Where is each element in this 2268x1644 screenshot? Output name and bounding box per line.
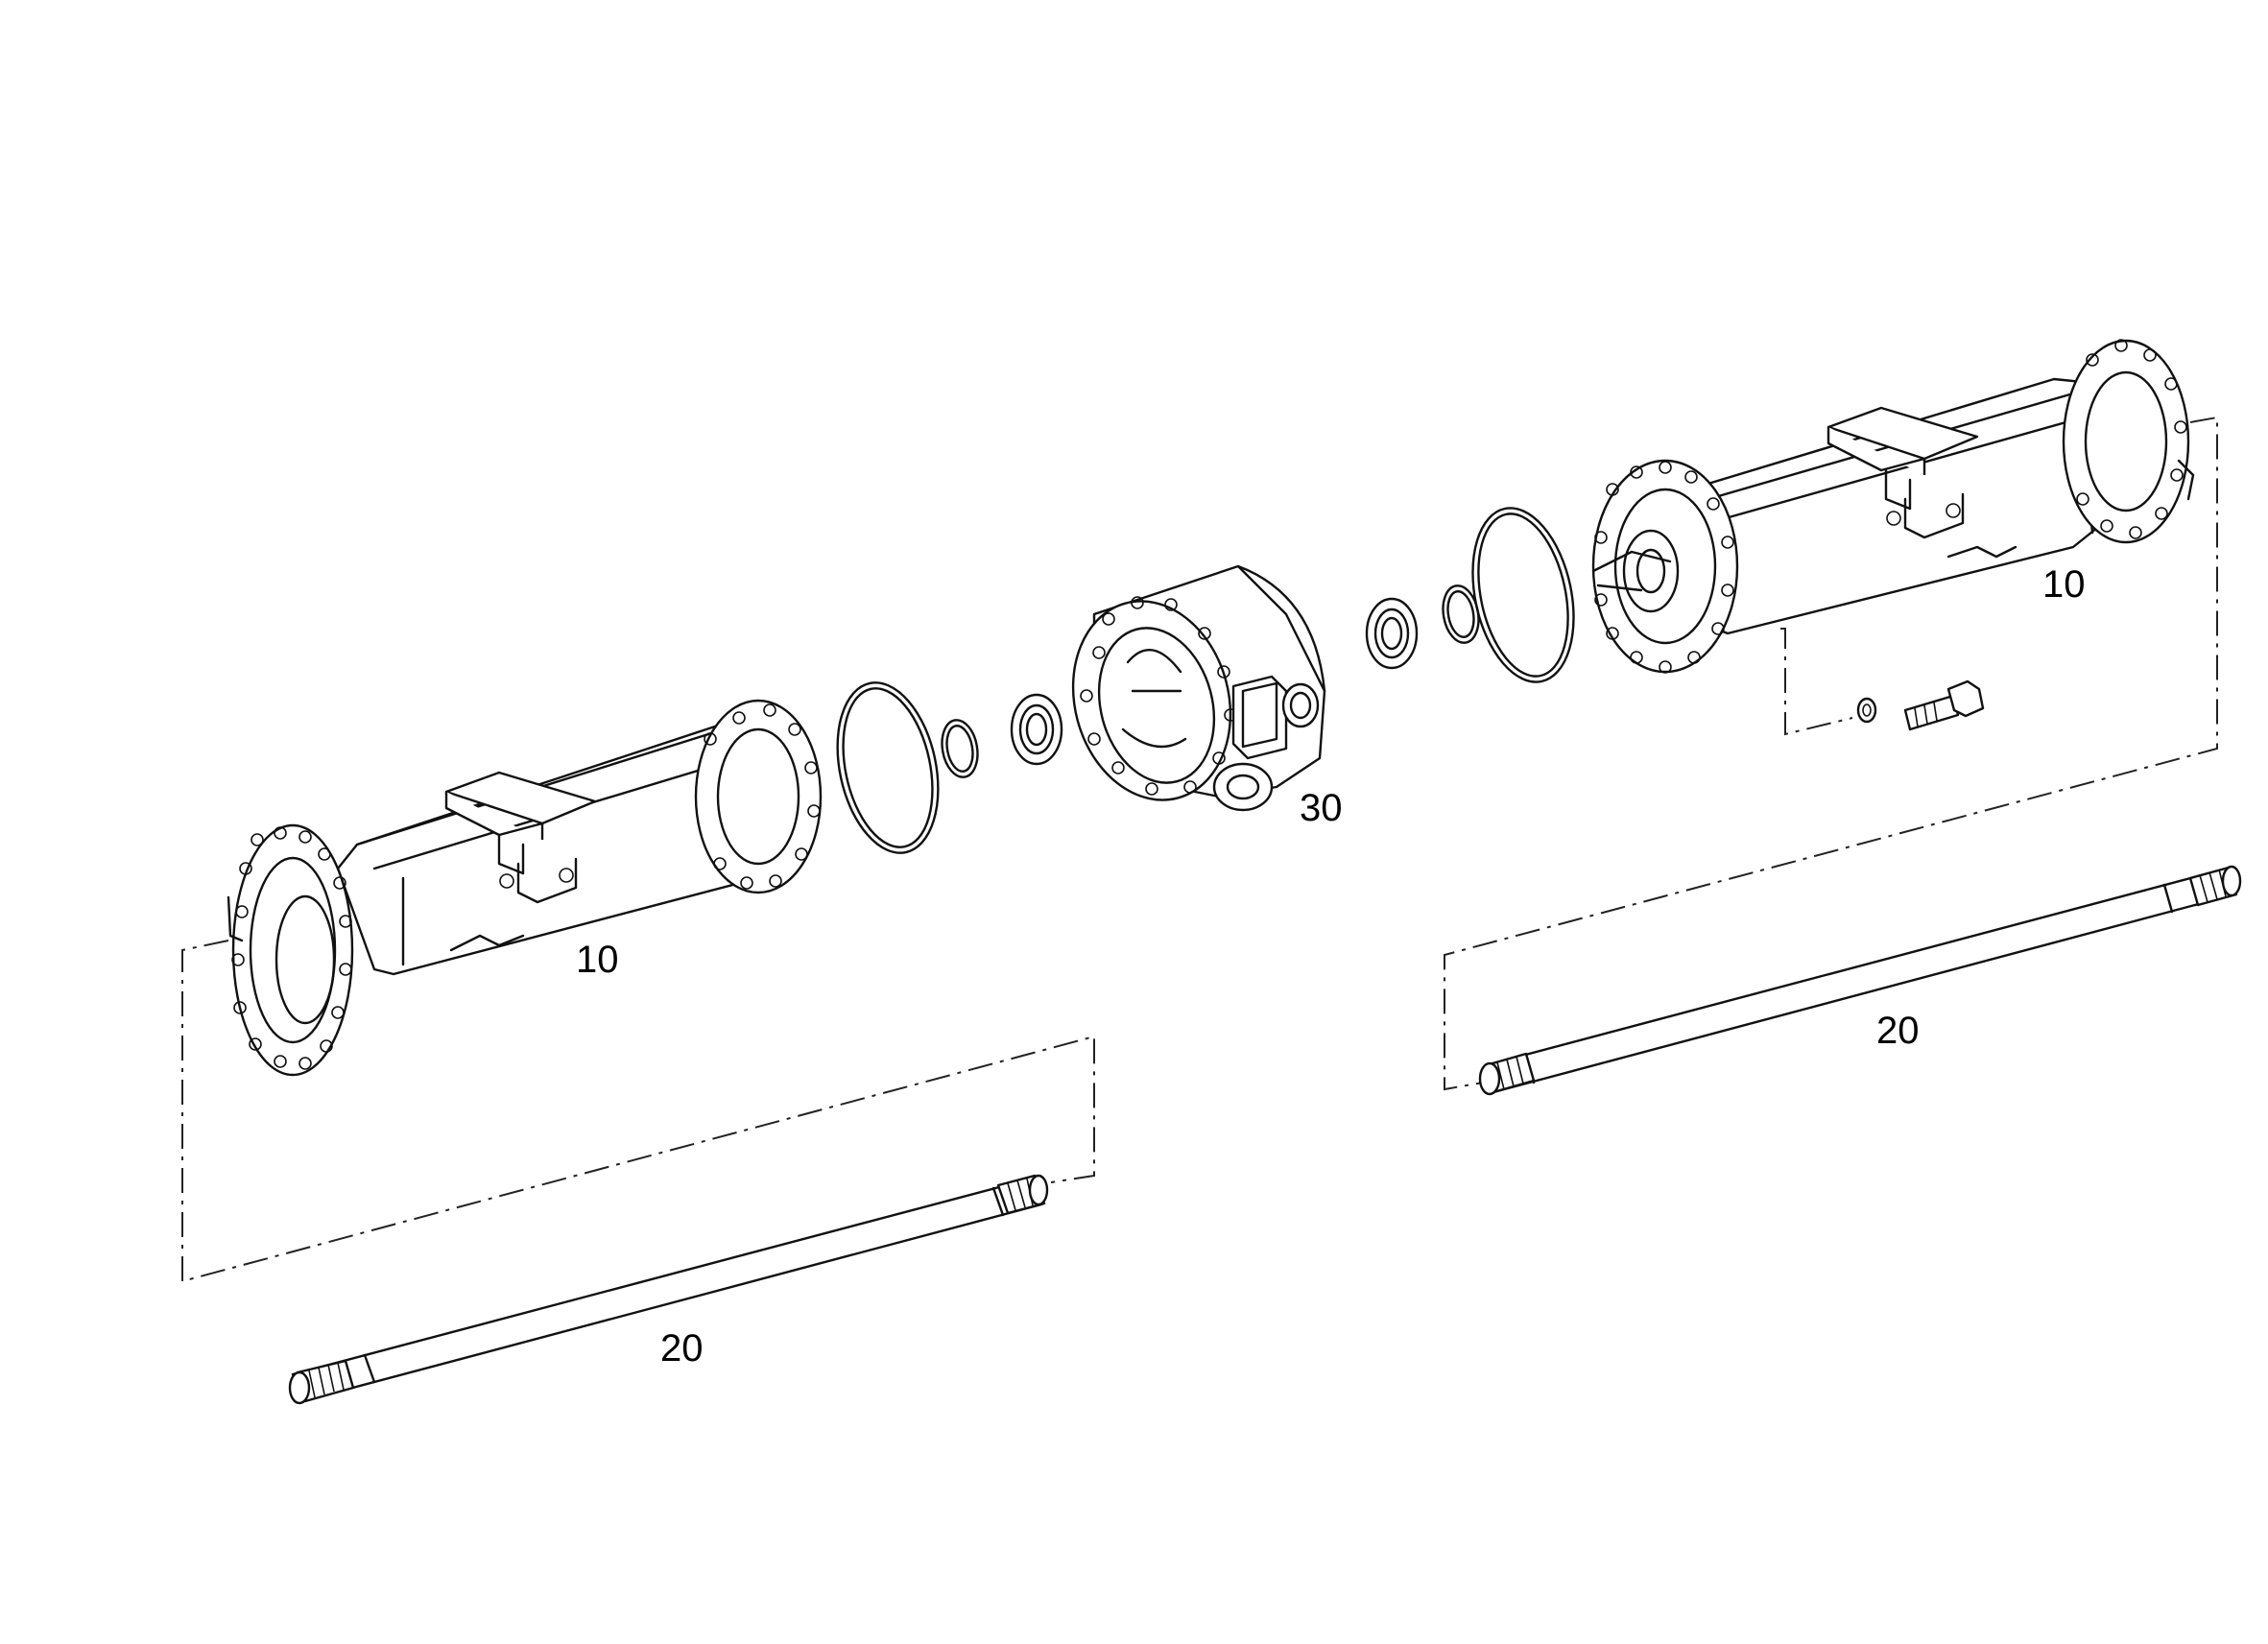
right-bearing-seal xyxy=(1365,597,1419,670)
right-assembly-guide-line xyxy=(1444,416,2218,1091)
callout-center-housing: 30 xyxy=(1300,787,1343,829)
left-axle-shaft xyxy=(288,1174,1049,1405)
right-axle-housing xyxy=(1591,339,2195,674)
left-bearing-seal xyxy=(1010,693,1063,766)
right-o-ring-small xyxy=(1442,584,1480,644)
left-o-ring-large xyxy=(836,681,940,854)
left-assembly-guide-line xyxy=(181,940,1095,1283)
right-bolt-guide-line xyxy=(1780,628,1853,736)
left-axle-housing xyxy=(227,699,823,1077)
callout-housing-right: 10 xyxy=(2042,563,2086,606)
callout-shaft-right: 20 xyxy=(1876,1010,1920,1052)
callout-shaft-left: 20 xyxy=(660,1327,704,1370)
right-o-ring-large xyxy=(1471,507,1575,683)
washer xyxy=(1856,697,1877,724)
left-o-ring-small xyxy=(941,719,979,778)
callout-housing-left: 10 xyxy=(576,939,619,981)
right-axle-shaft xyxy=(1478,865,2242,1096)
center-differential-housing xyxy=(1071,564,1326,812)
bolt xyxy=(1903,679,1985,731)
